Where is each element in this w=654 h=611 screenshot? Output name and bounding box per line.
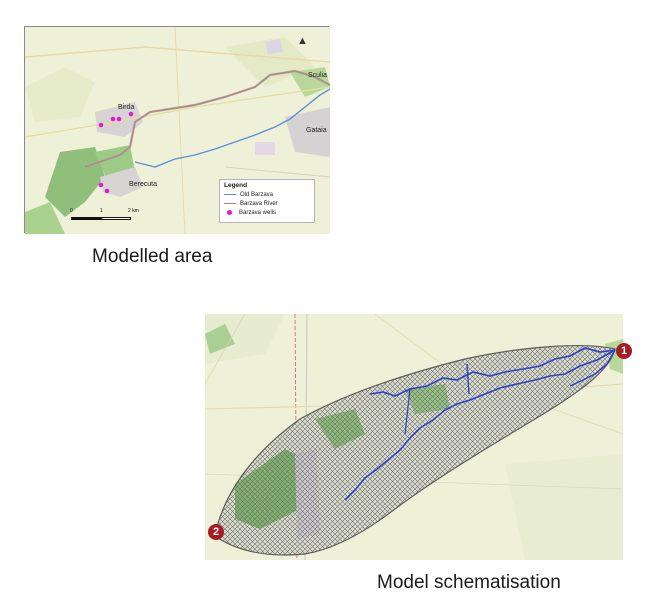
scale-bar: 0 1 2 km — [70, 208, 141, 227]
scale-label-2: 2 km — [128, 208, 139, 214]
river-upper-branch — [369, 347, 616, 397]
caption-modelled-area: Modelled area — [92, 246, 213, 267]
model-schematisation-canvas — [204, 313, 624, 561]
model-schematisation-map: 1 2 — [204, 313, 632, 561]
place-label-berecuta: Berecuta — [129, 181, 158, 188]
scale-label-0: 0 — [70, 208, 73, 214]
legend-label: Old Barzava — [240, 191, 274, 198]
scale-label-1: 1 — [100, 208, 103, 214]
boundary-marker-1: 1 — [616, 343, 632, 359]
legend-item-barzava-wells: Barzava wells — [224, 208, 310, 217]
legend-title: Legend — [224, 182, 248, 189]
legend-swatch-barzava-river — [224, 203, 236, 204]
boundary-marker-2: 2 — [208, 524, 224, 540]
north-arrow-icon: ▲ — [297, 35, 308, 47]
place-label-sculia: Sculia — [308, 72, 328, 79]
caption-model-schematisation: Model schematisation — [377, 572, 561, 593]
legend-swatch-old-barzava — [224, 194, 236, 195]
old-barzava-line — [134, 88, 331, 168]
legend-label: Barzava wells — [239, 209, 277, 216]
legend-item-barzava-river: Barzava River — [224, 199, 310, 208]
legend-swatch-barzava-wells — [227, 210, 232, 215]
place-label-birda: Birda — [118, 104, 135, 111]
place-label-gataia: Gataia — [306, 127, 327, 134]
modelled-area-map-canvas — [24, 26, 331, 235]
modelled-area-map: Birda Berecuta Sculia Gataia ▲ 0 1 2 km … — [24, 26, 331, 235]
well-dot — [98, 122, 104, 128]
legend-label: Barzava River — [240, 200, 278, 207]
river-main-branch — [344, 349, 616, 501]
map-legend: Legend Old Barzava Barzava River Barzava… — [219, 179, 315, 223]
legend-item-old-barzava: Old Barzava — [224, 190, 310, 199]
